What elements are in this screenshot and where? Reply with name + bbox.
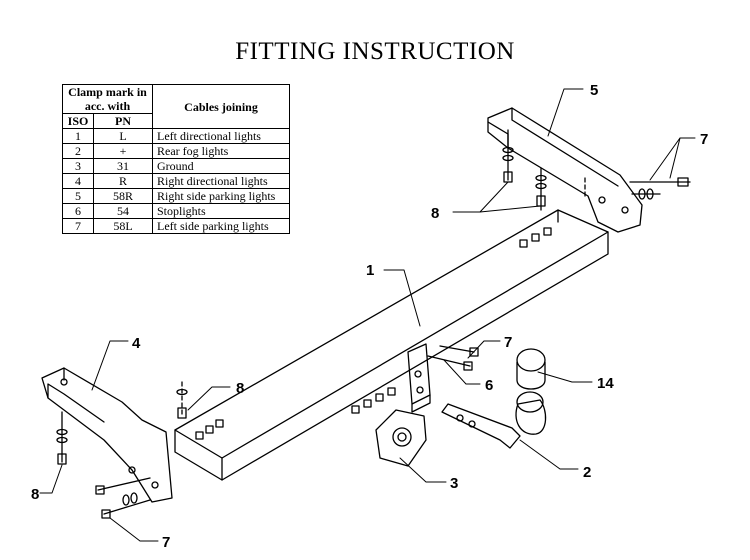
ball-neck	[441, 391, 547, 449]
label-part-1: 1	[366, 262, 374, 279]
cell-cable: Left side parking lights	[152, 218, 290, 234]
table-row: 6 54 Stoplights	[62, 203, 290, 219]
left-bracket	[41, 367, 173, 503]
main-crossbar	[174, 209, 609, 481]
ball-cover-cap	[516, 348, 546, 390]
label-part-5: 5	[590, 82, 598, 99]
table-row: 3 31 Ground	[62, 158, 290, 174]
leader-lines	[39, 88, 696, 542]
label-part-14: 14	[597, 375, 614, 392]
cell-pn: 58L	[93, 218, 153, 234]
page-title: FITTING INSTRUCTION	[235, 38, 515, 65]
cell-pn: 31	[93, 158, 153, 174]
part-labels: 1 2 3 4 5 6 7 7 7 8 8 8 14	[31, 82, 708, 551]
table-row: 4 R Right directional lights	[62, 173, 290, 189]
label-part-7-top: 7	[700, 131, 708, 148]
cell-cable: Right side parking lights	[152, 188, 290, 204]
label-part-7-bottom: 7	[162, 534, 170, 551]
cell-cable: Right directional lights	[152, 173, 290, 189]
header-clamp: Clamp mark in acc. with	[62, 84, 153, 114]
label-part-8-left-mid: 8	[236, 380, 244, 397]
label-part-8-left-bottom: 8	[31, 486, 39, 503]
label-part-3: 3	[450, 475, 458, 492]
socket-plate	[375, 409, 427, 467]
header-cables: Cables joining	[152, 84, 290, 129]
table-header-row: Clamp mark in acc. with Cables joining	[62, 84, 290, 129]
label-part-4: 4	[132, 335, 141, 352]
ball-mount-plate	[407, 343, 431, 413]
cell-cable: Ground	[152, 158, 290, 174]
header-pn: PN	[93, 113, 153, 129]
cell-cable: Stoplights	[152, 203, 290, 219]
label-part-7-mid: 7	[504, 334, 512, 351]
label-part-8-top: 8	[431, 205, 439, 222]
table-row: 7 58L Left side parking lights	[62, 218, 290, 234]
wiring-table: Clamp mark in acc. with Cables joining I…	[62, 84, 290, 234]
bolts-washers	[56, 129, 691, 519]
label-part-6: 6	[485, 377, 493, 394]
label-part-2: 2	[583, 464, 591, 481]
cell-pn: 54	[93, 203, 153, 219]
